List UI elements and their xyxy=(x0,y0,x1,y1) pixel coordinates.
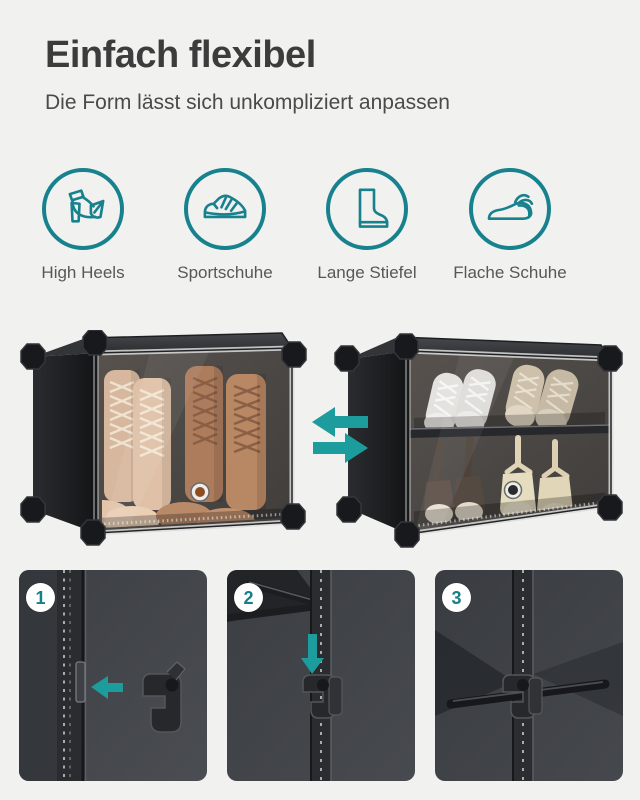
high-heel-icon xyxy=(42,168,124,250)
feature-sneakers: Sportschuhe xyxy=(155,168,295,283)
sneaker-icon xyxy=(184,168,266,250)
tall-boot-icon xyxy=(326,168,408,250)
step-panel-3: 3 xyxy=(435,570,623,781)
page-title: Einfach flexibel xyxy=(45,34,316,76)
feature-label: Flache Schuhe xyxy=(453,263,567,282)
shelf-plane xyxy=(533,642,623,716)
hinge-slot xyxy=(75,661,86,703)
shelf-plane xyxy=(435,630,515,716)
hook-clip xyxy=(302,674,343,719)
hook-clip xyxy=(502,674,543,719)
arrow-left-icon xyxy=(312,407,368,437)
feature-label: Lange Stiefel xyxy=(317,263,417,282)
step-number-badge: 1 xyxy=(26,583,55,612)
step-panel-2: 2 xyxy=(227,570,415,781)
feature-high-heels: High Heels xyxy=(13,168,153,283)
cube-comparison-image xyxy=(20,330,623,548)
arrow-left-icon xyxy=(91,676,123,699)
cube-with-boots-image xyxy=(20,330,307,546)
door-knob xyxy=(503,480,523,500)
arrow-right-icon xyxy=(313,433,368,463)
step-number-badge: 2 xyxy=(234,583,263,612)
corner-connectors xyxy=(20,330,307,546)
feature-flat-shoes: Flache Schuhe xyxy=(440,168,580,283)
arrow-down-icon xyxy=(301,634,324,674)
swap-arrows xyxy=(312,407,368,463)
step-number-badge: 3 xyxy=(442,583,471,612)
feature-tall-boots: Lange Stiefel xyxy=(297,168,437,283)
feature-label: High Heels xyxy=(41,263,125,282)
flat-shoe-icon xyxy=(469,168,551,250)
door-knob xyxy=(190,482,210,502)
corner-connectors xyxy=(334,333,623,548)
step-panel-1: 1 xyxy=(19,570,207,781)
hook-clip xyxy=(142,661,186,733)
page-subtitle: Die Form lässt sich unkompliziert anpass… xyxy=(45,91,450,114)
feature-label: Sportschuhe xyxy=(177,263,273,282)
cube-with-two-shelves-image xyxy=(334,333,623,548)
